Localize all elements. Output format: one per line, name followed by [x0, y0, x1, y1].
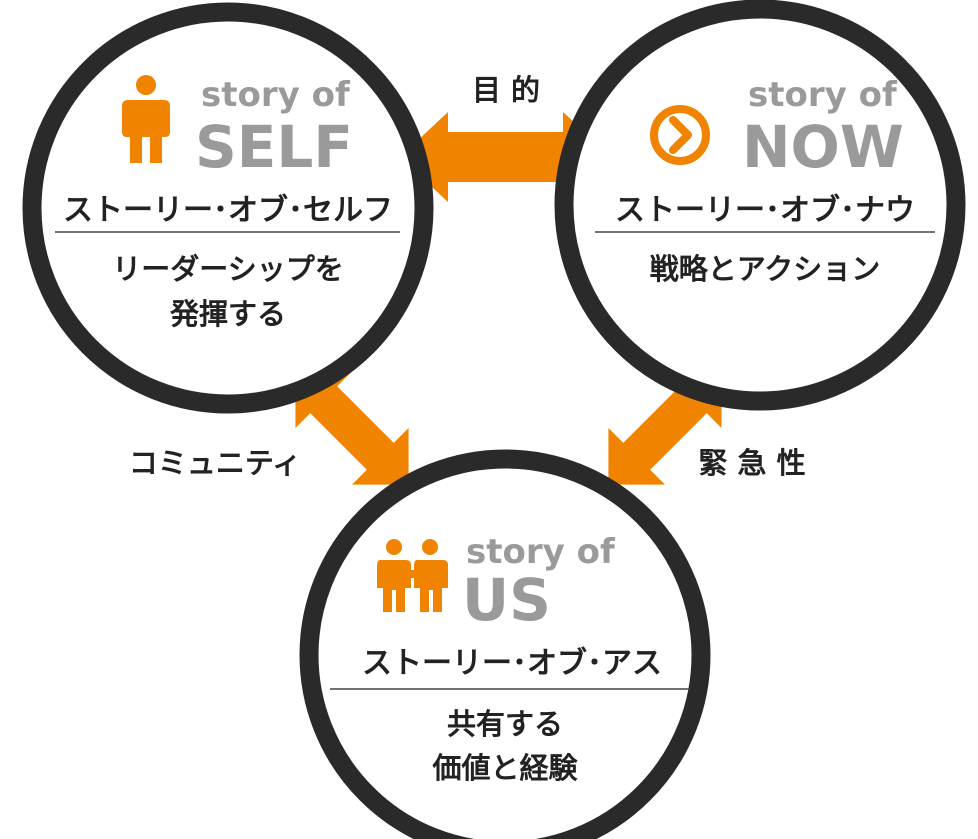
self-story-of: story of	[201, 75, 351, 115]
link-label-now-us: 緊 急 性	[698, 446, 805, 480]
us-katakana: ストーリー･オブ･アス	[362, 646, 662, 681]
arrow-self-us	[295, 371, 409, 485]
circle-now	[554, 0, 966, 411]
us-description-line2: 価値と経験	[431, 751, 578, 785]
now-story-of: story of	[748, 75, 898, 115]
link-label-self-now: 目 的	[472, 73, 540, 107]
arrow-now-us	[608, 371, 722, 485]
circle-us	[299, 449, 711, 839]
now-description-line1: 戦略とアクション	[650, 252, 881, 286]
us-keyword: US	[462, 566, 551, 634]
self-keyword: SELF	[195, 113, 353, 181]
self-katakana: ストーリー･オブ･セルフ	[63, 193, 393, 228]
now-katakana: ストーリー･オブ･ナウ	[615, 193, 915, 228]
chevron-circle-icon	[650, 105, 710, 165]
self-description-line2: 発揮する	[169, 297, 286, 331]
link-label-self-us: コミュニティ	[129, 446, 301, 480]
person-icon	[122, 75, 170, 163]
two-people-icon	[377, 539, 448, 612]
us-description-line1: 共有する	[447, 707, 563, 741]
now-keyword: NOW	[742, 113, 904, 181]
self-description-line1: リーダーシップを	[112, 252, 343, 286]
us-story-of: story of	[466, 532, 616, 572]
